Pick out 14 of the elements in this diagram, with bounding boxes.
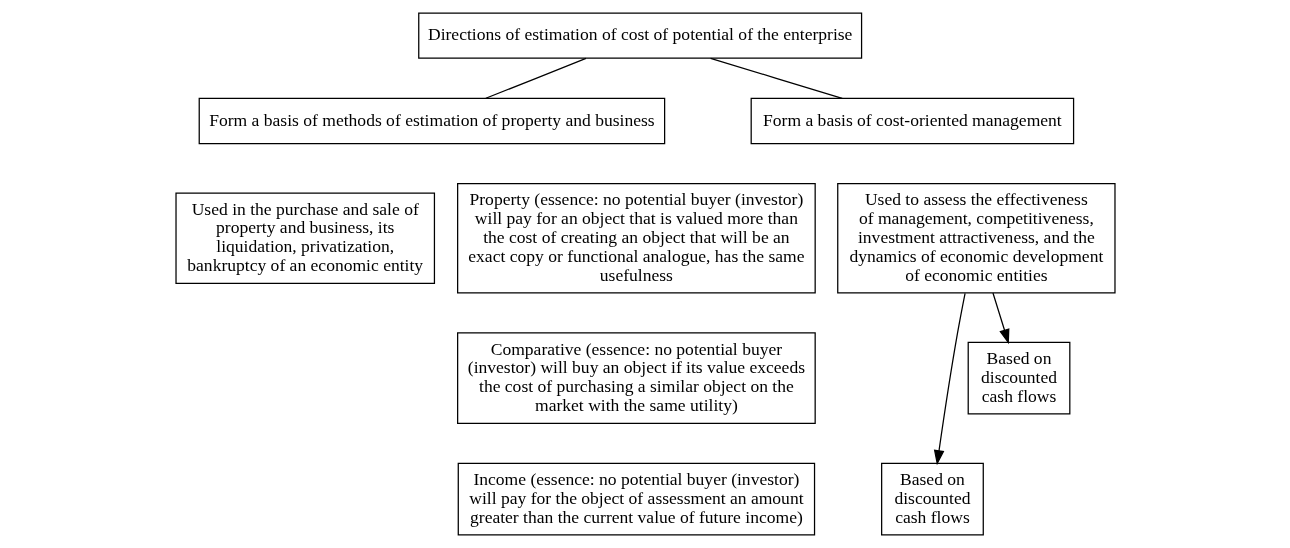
node-box: Based on discounted cash flows	[880, 462, 984, 536]
node-box: Comparative (essence: no potential buyer (investor) will buy an object if its value exceeds the cost of purchasing a similar object on the market with the same utility)	[456, 332, 816, 424]
connector	[484, 57, 587, 99]
node-box: Used to assess the effectiveness of management, competitiveness, investment attractiveness, and the dynamics of economic development of economic entities	[836, 183, 1116, 294]
arrow	[933, 292, 966, 466]
connector	[709, 57, 843, 99]
node-box: Directions of estimation of cost of potential of the enterprise	[417, 12, 862, 59]
node-box: Used in the purchase and sale of property and business, its liquidation, privatization, bankruptcy of an economic entity	[174, 192, 435, 285]
node-box: Income (essence: no potential buyer (investor) will pay for the object of assessment an amount greater than the current value of future income)	[457, 462, 815, 536]
node-box: Form a basis of methods of estimation of property and business	[198, 97, 665, 145]
node-box: Form a basis of cost-oriented management	[750, 97, 1074, 145]
node-box: Based on discounted cash flows	[967, 341, 1070, 415]
node-box: Property (essence: no potential buyer (investor) will pay for an object that is valued more than the cost of creating an object that will be an exact copy or functional analogue, has the same usefulness	[456, 183, 816, 294]
arrow	[991, 292, 1009, 345]
